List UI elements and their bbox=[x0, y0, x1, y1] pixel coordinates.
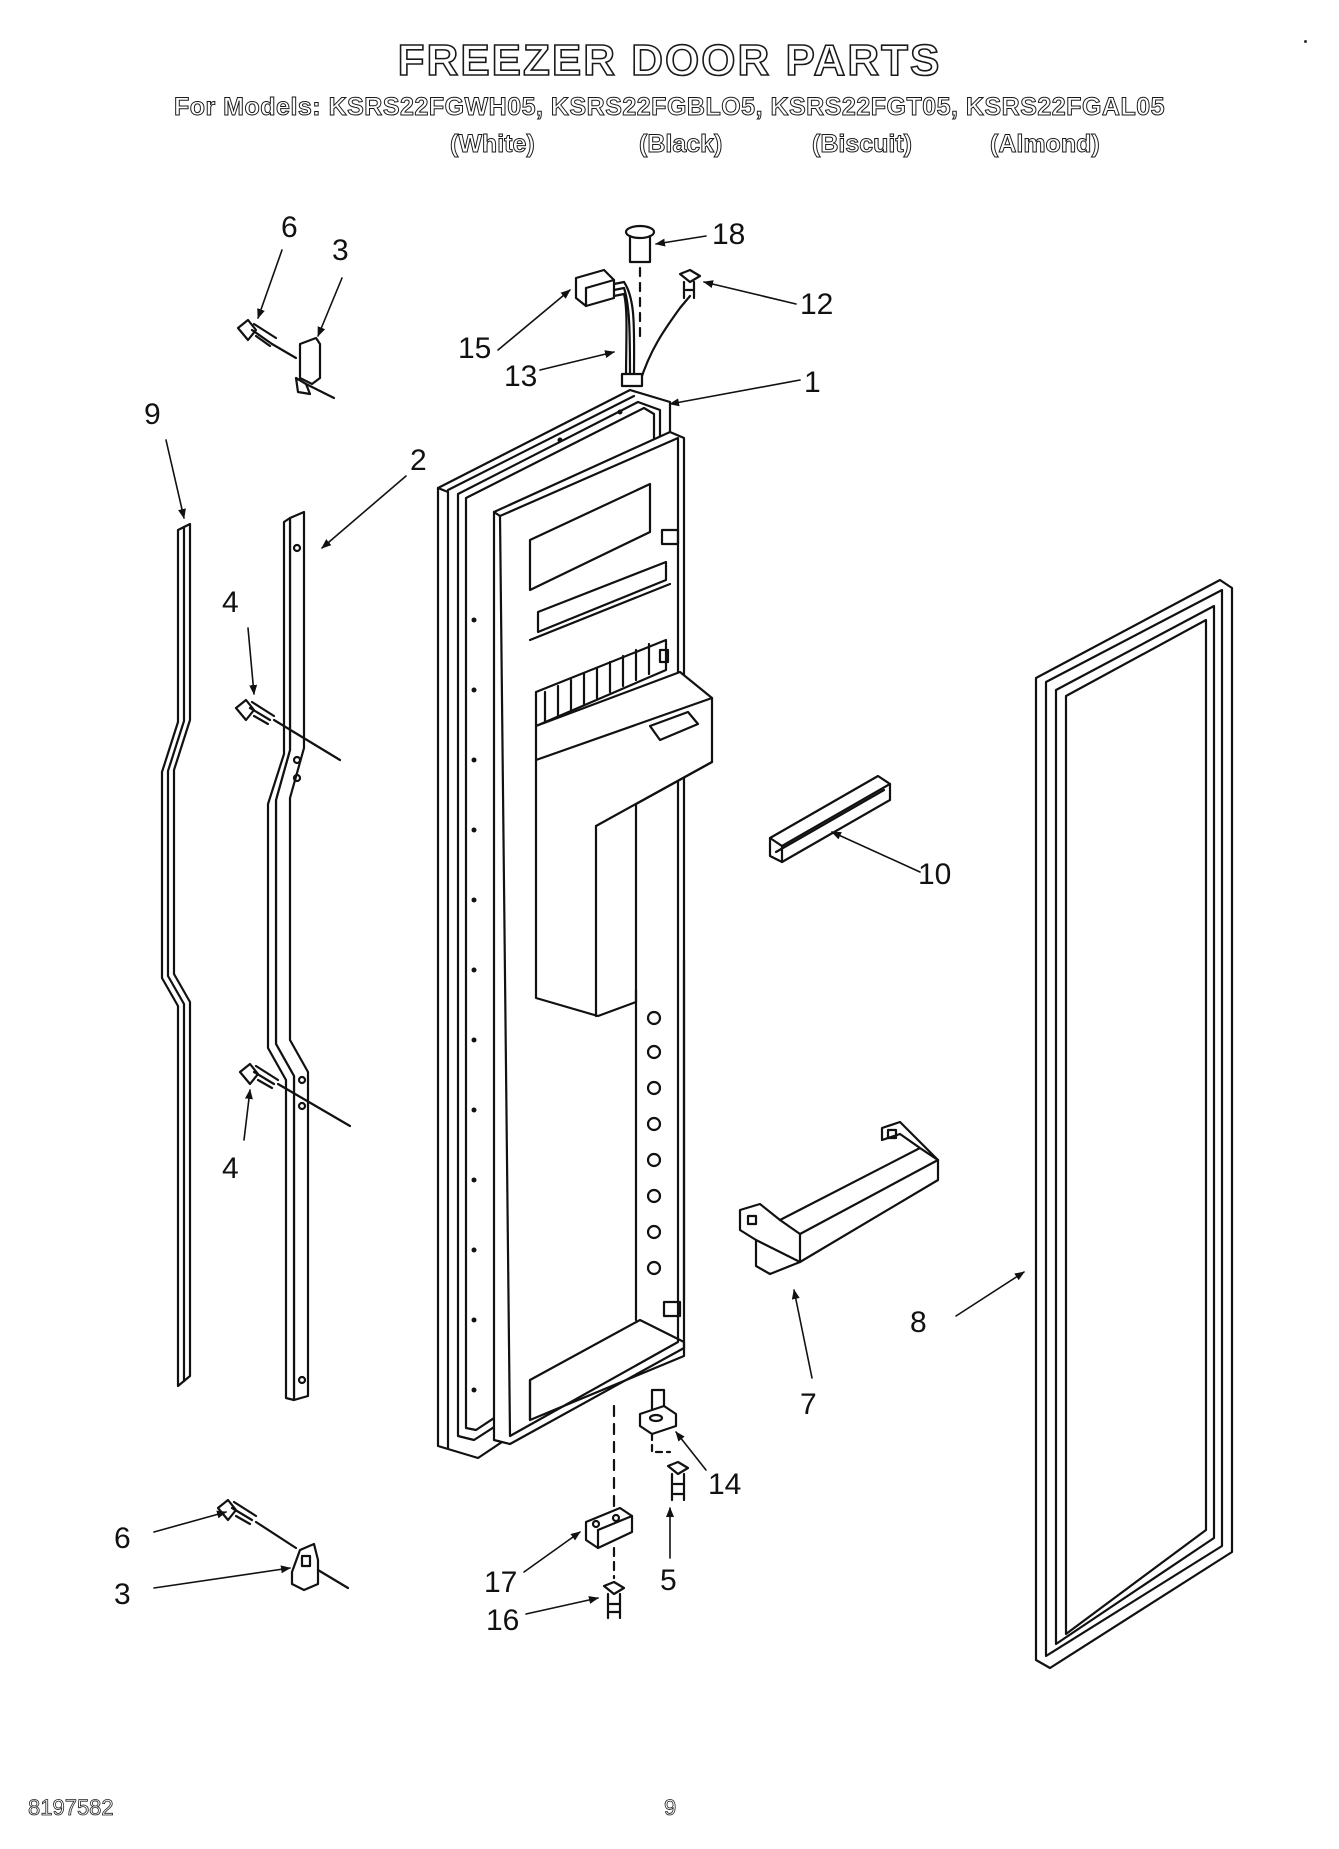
callout-6-top: 6 bbox=[281, 211, 298, 244]
color-black: (Black) bbox=[638, 130, 723, 159]
part-12-screw bbox=[678, 268, 702, 300]
callout-17: 17 bbox=[484, 1566, 517, 1599]
callout-18: 18 bbox=[712, 218, 745, 251]
color-almond: (Almond) bbox=[990, 130, 1101, 159]
part-13-wire-harness bbox=[620, 280, 692, 388]
part-9-gasket-strip bbox=[160, 522, 192, 1388]
callout-numbers: 6 3 9 2 4 4 18 12 15 13 1 10 7 8 14 5 17… bbox=[114, 211, 951, 1637]
part-4-lower-screw bbox=[238, 1062, 352, 1128]
callout-16: 16 bbox=[486, 1604, 519, 1637]
part-17-hinge-block bbox=[584, 1404, 634, 1580]
part-5-screw bbox=[666, 1460, 690, 1502]
part-1-door-panel bbox=[436, 388, 714, 1460]
callout-15: 15 bbox=[458, 332, 491, 365]
part-18-plug bbox=[624, 224, 656, 342]
color-biscuit: (Biscuit) bbox=[812, 130, 913, 159]
callout-3-bottom: 3 bbox=[114, 1578, 131, 1611]
part-2-trim-bracket bbox=[266, 510, 310, 1402]
callout-9: 9 bbox=[144, 398, 161, 431]
callout-3-top: 3 bbox=[332, 234, 349, 267]
callout-8: 8 bbox=[910, 1306, 927, 1339]
page-number: 9 bbox=[664, 1795, 677, 1821]
part-7-handle bbox=[738, 1120, 940, 1276]
callout-12: 12 bbox=[800, 288, 833, 321]
part-3-top-bracket bbox=[294, 336, 336, 400]
part-8-door-gasket bbox=[1034, 578, 1234, 1670]
part-6-top-screw bbox=[236, 318, 298, 360]
part-16-screw bbox=[602, 1580, 626, 1620]
callout-13: 13 bbox=[504, 360, 537, 393]
part-14-hinge-pin bbox=[638, 1388, 678, 1454]
callout-10: 10 bbox=[918, 858, 951, 891]
callout-6-bottom: 6 bbox=[114, 1522, 131, 1555]
color-white: (White) bbox=[450, 130, 536, 159]
part-3-bottom-bracket bbox=[290, 1542, 350, 1592]
corner-mark bbox=[1304, 40, 1307, 43]
model-list: For Models: KSRS22FGWH05, KSRS22FGBLO5, … bbox=[173, 93, 1166, 122]
callout-7: 7 bbox=[800, 1388, 817, 1421]
callout-2: 2 bbox=[410, 444, 427, 477]
callout-4-lower: 4 bbox=[222, 1152, 239, 1185]
part-4-upper-screw bbox=[234, 698, 342, 762]
page-title: FREEZER DOOR PARTS bbox=[397, 35, 942, 86]
callout-1: 1 bbox=[804, 366, 821, 399]
part-15-connector bbox=[574, 268, 626, 308]
callout-5: 5 bbox=[660, 1564, 677, 1597]
callout-4-upper: 4 bbox=[222, 586, 239, 619]
part-10-slide-rail bbox=[768, 774, 892, 864]
document-number: 8197582 bbox=[28, 1795, 114, 1821]
callout-14: 14 bbox=[708, 1468, 741, 1501]
part-6-bottom-screw bbox=[216, 1498, 298, 1550]
leader-lines bbox=[153, 235, 1025, 1615]
